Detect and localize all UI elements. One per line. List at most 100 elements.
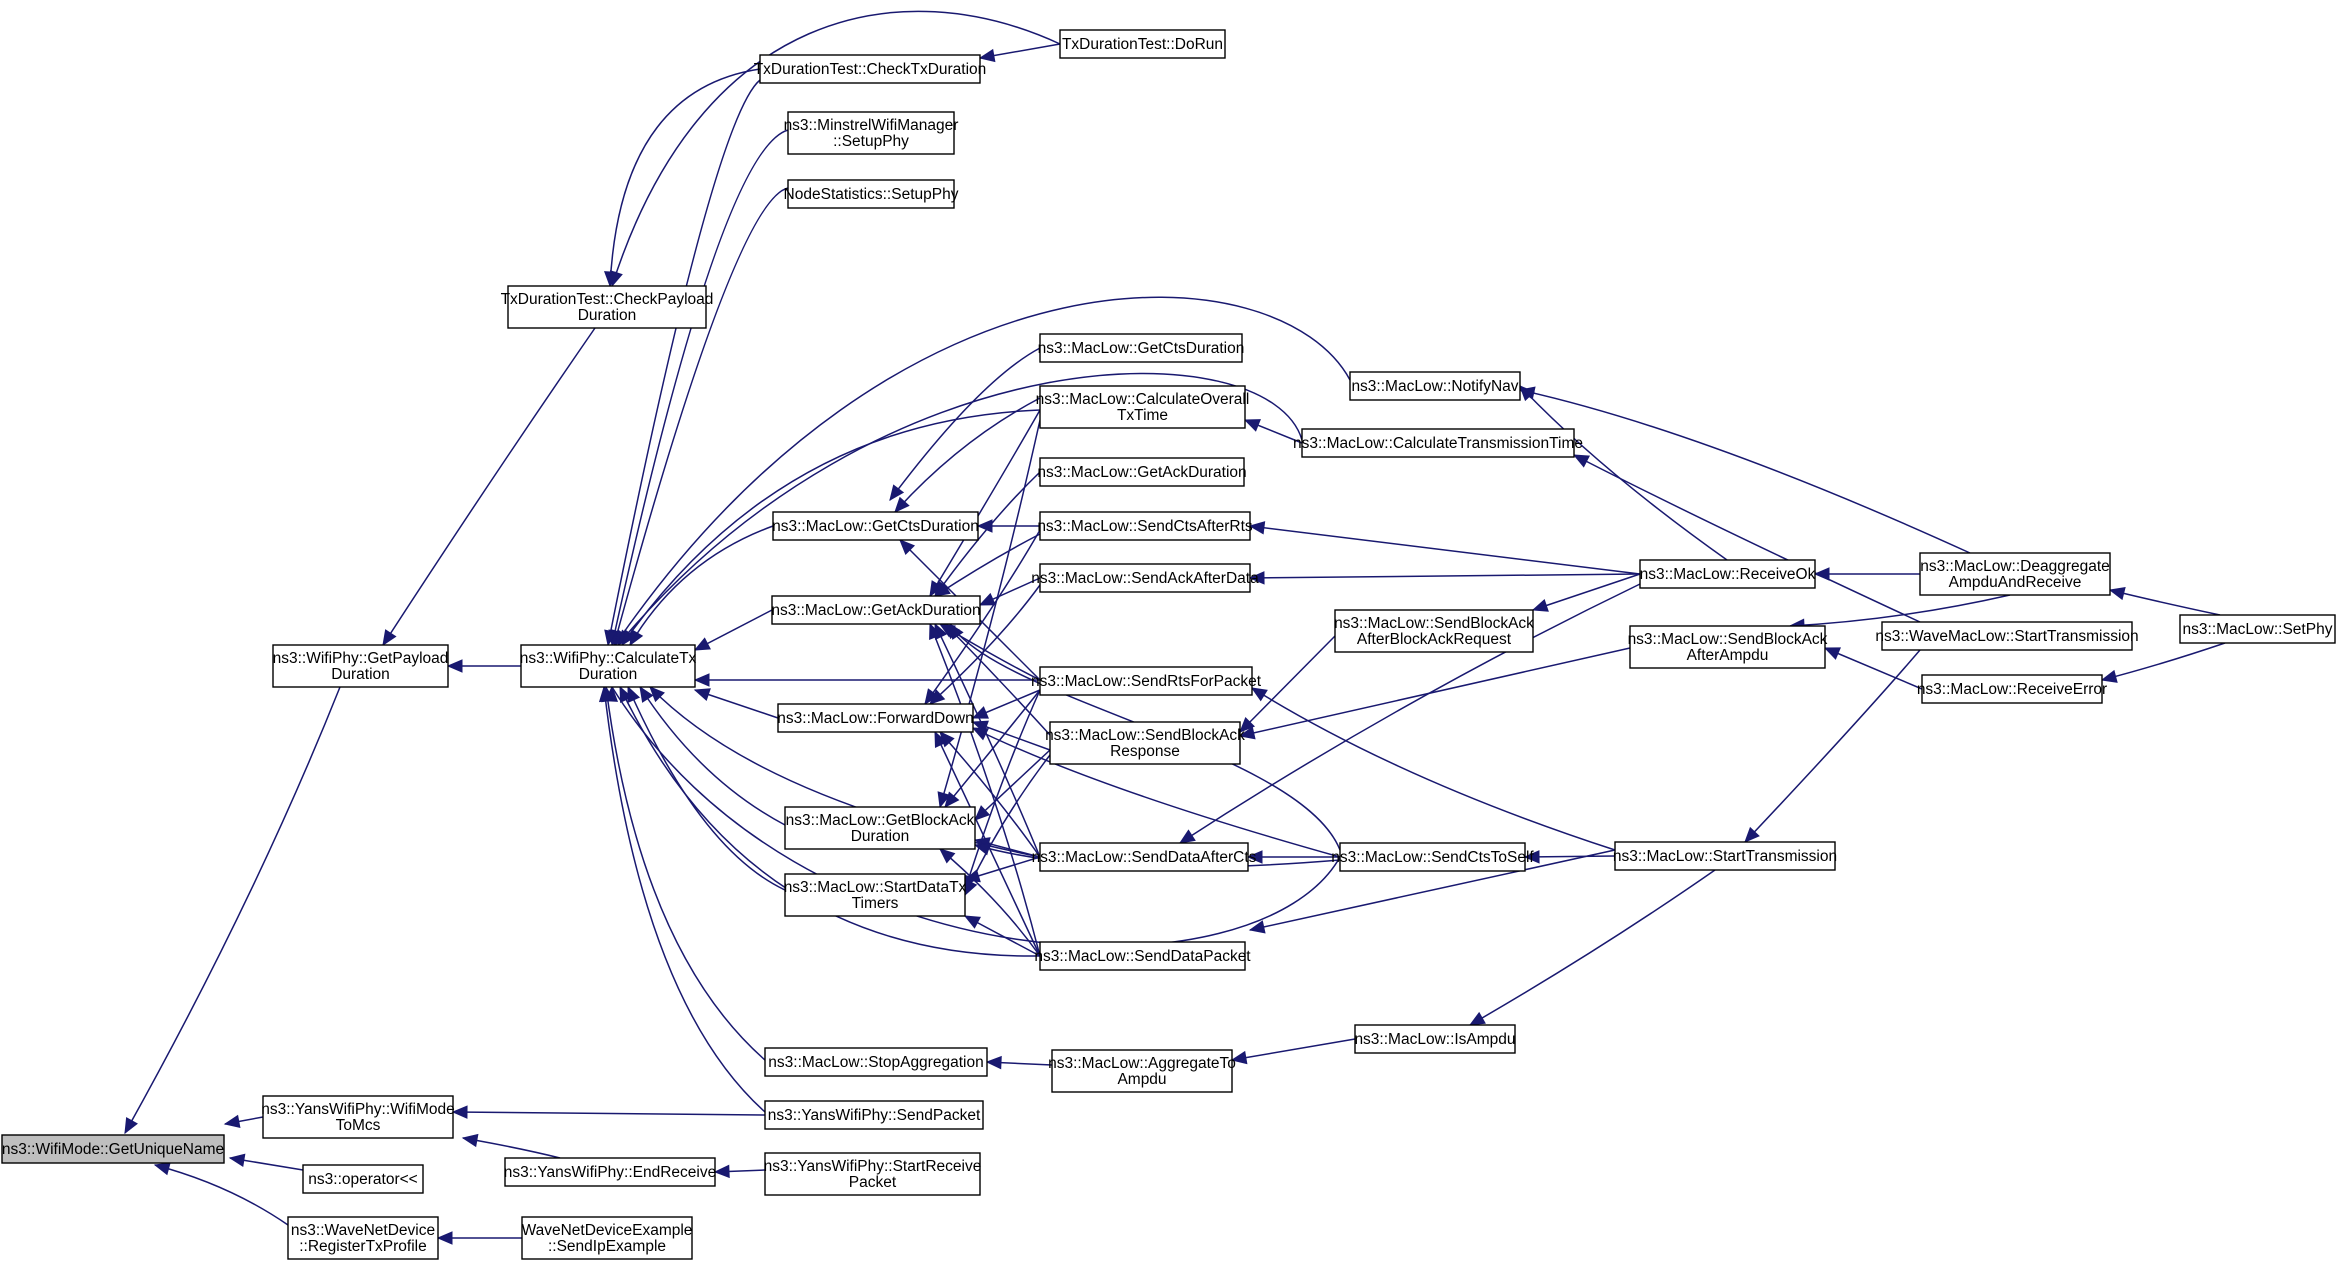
arrowhead <box>619 685 633 703</box>
edge-line <box>934 623 1041 858</box>
node-box <box>772 511 979 541</box>
node-label: ns3::MacLow::SendRtsForPacket <box>1031 673 1262 690</box>
graph-node[interactable]: ns3::MinstrelWifiManager::SetupPhy <box>784 111 959 155</box>
graph-node[interactable]: ns3::WaveNetDevice::RegisterTxProfile <box>287 1216 439 1260</box>
graph-node[interactable]: ns3::MacLow::SendBlockAckAfterBlockAckRe… <box>1334 609 1534 653</box>
edge-n26-to-n6 <box>693 673 1040 687</box>
edge-line <box>1249 849 1616 931</box>
edge-n34-to-n13 <box>971 727 1341 858</box>
node-box <box>262 1095 454 1139</box>
graph-node[interactable]: ns3::MacLow::ForwardDown <box>777 703 974 733</box>
edge-line <box>607 79 761 646</box>
graph-node[interactable]: NodeStatistics::SetupPhy <box>784 179 959 209</box>
arrowhead <box>621 629 636 647</box>
arrowhead <box>978 48 996 63</box>
edge-line <box>1469 869 1716 1026</box>
node-label: Packet <box>849 1174 897 1191</box>
edge-line <box>124 686 341 1134</box>
graph-node[interactable]: ns3::MacLow::SendRtsForPacket <box>1031 666 1262 696</box>
edge-line <box>603 686 766 1113</box>
node-label: ns3::MacLow::NotifyNav <box>1351 378 1518 395</box>
arrowhead <box>124 1117 138 1135</box>
edge-line <box>894 397 1041 513</box>
arrowhead <box>1248 920 1266 934</box>
graph-node[interactable]: ns3::YansWifiPhy::EndReceive <box>504 1157 717 1187</box>
node-box <box>1921 674 2103 704</box>
node-box <box>1339 842 1526 872</box>
edge-line <box>617 372 1303 646</box>
root-node[interactable]: ns3::WifiMode::GetUniqueName <box>1 1134 225 1164</box>
graph-node[interactable]: ns3::MacLow::SendAckAfterData <box>1031 563 1259 593</box>
edge-n27-to-n14 <box>974 749 1051 821</box>
arrowhead <box>153 1162 171 1176</box>
graph-node[interactable]: ns3::MacLow::GetCtsDuration <box>1038 333 1245 363</box>
graph-node[interactable]: ns3::MacLow::ReceiveError <box>1917 674 2107 704</box>
node-box <box>759 54 981 84</box>
graph-node[interactable]: ns3::WaveMacLow::StartTransmission <box>1875 621 2139 651</box>
node-label: ::SetupPhy <box>833 133 909 150</box>
graph-node[interactable]: ns3::MacLow::StopAggregation <box>764 1047 988 1077</box>
node-label: ns3::MacLow::Deaggregate <box>1920 558 2110 575</box>
graph-node[interactable]: WaveNetDeviceExample::SendIpExample <box>521 1216 693 1260</box>
node-label: ns3::operator<< <box>308 1171 417 1188</box>
edge-n8-to-n7 <box>978 43 1061 63</box>
edge-n16-to-n30 <box>985 1055 1053 1070</box>
node-label: TxDurationTest::CheckPayload <box>501 291 714 308</box>
graph-node[interactable]: ns3::MacLow::NotifyNav <box>1349 371 1521 401</box>
graph-node[interactable]: ns3::MacLow::SendCtsToSelf <box>1331 842 1534 872</box>
graph-node[interactable]: TxDurationTest::CheckTxDuration <box>754 54 987 84</box>
edge-line <box>929 584 1041 705</box>
node-box <box>1039 842 1249 872</box>
graph-node[interactable]: ns3::MacLow::SendDataAfterCts <box>1032 842 1257 872</box>
graph-node[interactable]: ns3::MacLow::IsAmpdu <box>1354 1024 1516 1054</box>
graph-node[interactable]: ns3::YansWifiPhy::SendPacket <box>764 1100 984 1130</box>
node-label: ns3::MacLow::AggregateTo <box>1048 1055 1236 1072</box>
node-box <box>521 1216 693 1260</box>
node-label: ns3::WifiPhy::CalculateTx <box>520 650 697 667</box>
graph-node[interactable]: ns3::MacLow::GetAckDuration <box>1037 457 1247 487</box>
edge-n38-to-n26 <box>1250 687 1616 851</box>
node-label: ns3::MacLow::GetCtsDuration <box>772 518 979 535</box>
graph-node[interactable]: ns3::MacLow::SetPhy <box>2179 614 2336 644</box>
arrowhead <box>693 688 711 702</box>
edge-line <box>929 409 1041 597</box>
node-label: ns3::MacLow::SendAckAfterData <box>1031 570 1259 587</box>
graph-node[interactable]: ns3::MacLow::GetCtsDuration <box>772 511 979 541</box>
graph-node[interactable]: TxDurationTest::DoRun <box>1059 29 1226 59</box>
node-label: ns3::MacLow::SendBlockAck <box>1334 615 1534 632</box>
edge-line <box>1239 635 1336 733</box>
graph-node[interactable]: ns3::MacLow::ReceiveOk <box>1639 559 1816 589</box>
node-box <box>507 285 707 329</box>
graph-node[interactable]: ns3::MacLow::GetAckDuration <box>771 595 981 625</box>
graph-node[interactable]: ns3::MacLow::CalculateTransmissionTime <box>1293 428 1583 458</box>
arrowhead <box>1468 1011 1486 1026</box>
edge-line <box>944 623 1051 736</box>
node-box <box>1881 621 2133 651</box>
node-label: ::SendIpExample <box>548 1238 666 1255</box>
edge-line <box>944 689 1041 808</box>
arrowhead <box>609 270 623 288</box>
edge-line <box>629 525 774 646</box>
edge-n25-to-n13 <box>929 584 1041 705</box>
node-label: ns3::YansWifiPhy::WifiMode <box>261 1101 455 1118</box>
graph-node[interactable]: ns3::MacLow::StartTransmission <box>1613 841 1837 871</box>
arrowhead <box>436 1231 453 1245</box>
arrowhead <box>693 673 710 687</box>
edge-line <box>1532 573 1641 611</box>
graph-node[interactable]: ns3::operator<< <box>302 1164 424 1194</box>
graph-node[interactable]: ns3::MacLow::SendDataPacket <box>1034 941 1251 971</box>
edge-n22-to-n6 <box>621 409 1041 647</box>
graph-node[interactable]: ns3::MacLow::SendCtsAfterRts <box>1037 511 1253 541</box>
